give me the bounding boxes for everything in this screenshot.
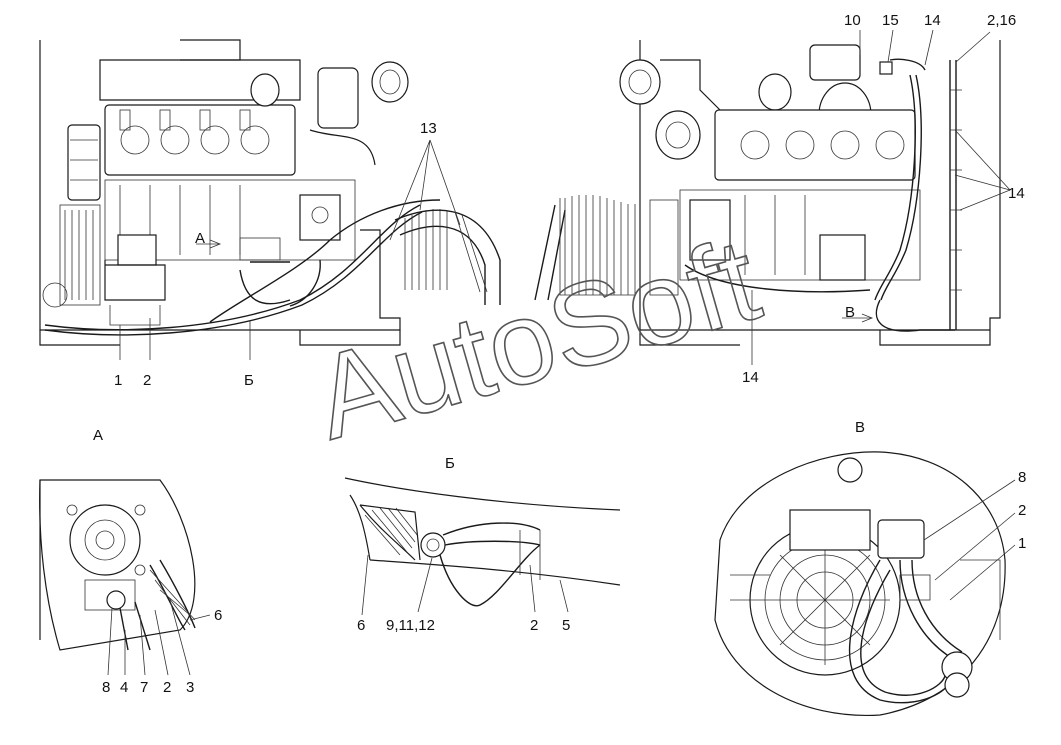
detail-b bbox=[344, 477, 621, 616]
label-detail-b-9-11-12: 9,11,12 bbox=[386, 617, 435, 634]
label-top-left-1: 1 bbox=[114, 372, 122, 389]
label-top-left-a: А bbox=[195, 230, 205, 247]
label-top-right-14a: 14 bbox=[924, 12, 941, 29]
view-title-b: Б bbox=[445, 455, 455, 472]
label-detail-b-2: 2 bbox=[530, 617, 538, 634]
callout-labels: 1 2 Б А 13 10 15 14 2,16 14 14 В А Б В 6… bbox=[93, 12, 1026, 696]
label-top-left-2: 2 bbox=[143, 372, 151, 389]
label-top-right-14b: 14 bbox=[1008, 185, 1025, 202]
label-detail-v-1: 1 bbox=[1018, 535, 1026, 552]
label-top-left-b: Б bbox=[244, 372, 254, 389]
label-detail-a-7: 7 bbox=[140, 679, 148, 696]
detail-a bbox=[39, 479, 211, 676]
detail-v bbox=[714, 451, 1016, 717]
label-detail-v-2: 2 bbox=[1018, 502, 1026, 519]
label-top-right-2-16: 2,16 bbox=[987, 12, 1016, 29]
view-title-a: А bbox=[93, 427, 103, 444]
label-detail-v-8: 8 bbox=[1018, 469, 1026, 486]
label-top-right-10: 10 bbox=[844, 12, 861, 29]
label-detail-a-4: 4 bbox=[120, 679, 128, 696]
watermark-text: AutoSoft bbox=[301, 213, 772, 465]
label-top-right-15: 15 bbox=[882, 12, 899, 29]
label-detail-b-5: 5 bbox=[562, 617, 570, 634]
label-top-right-14c: 14 bbox=[742, 369, 759, 386]
view-title-v: В bbox=[855, 419, 865, 436]
label-detail-a-3: 3 bbox=[186, 679, 194, 696]
engine-right-view bbox=[534, 29, 1011, 365]
engine-left-view bbox=[39, 39, 501, 360]
label-top-left-13: 13 bbox=[420, 120, 437, 137]
label-detail-a-6: 6 bbox=[214, 607, 222, 624]
label-detail-a-2: 2 bbox=[163, 679, 171, 696]
label-detail-b-6: 6 bbox=[357, 617, 365, 634]
label-top-right-v: В bbox=[845, 304, 855, 321]
label-detail-a-8: 8 bbox=[102, 679, 110, 696]
